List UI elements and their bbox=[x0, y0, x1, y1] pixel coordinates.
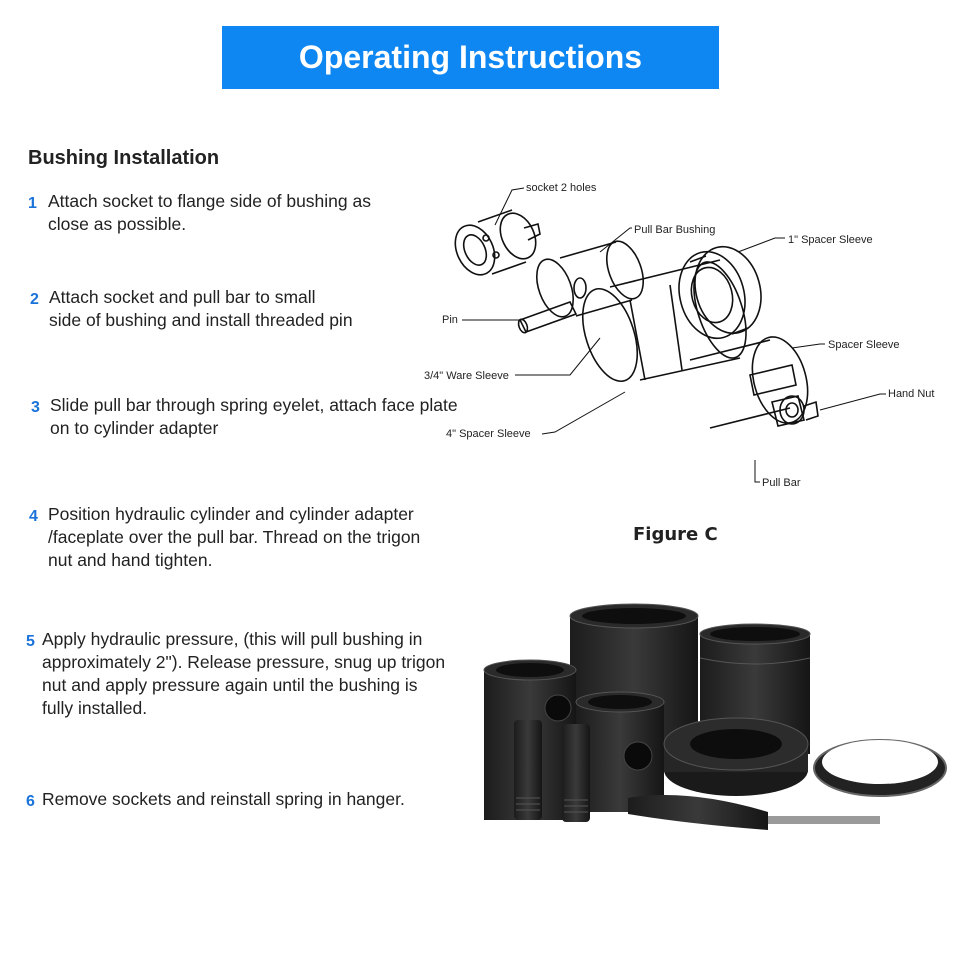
step-2: 2 Attach socket and pull bar to small si… bbox=[30, 286, 353, 332]
product-photo bbox=[483, 603, 947, 830]
label-pin: Pin bbox=[442, 314, 458, 326]
step-number: 4 bbox=[29, 508, 38, 525]
socket-part bbox=[454, 209, 541, 276]
middle-socket bbox=[575, 691, 665, 812]
label-socket: socket 2 holes bbox=[526, 182, 597, 194]
step-number: 5 bbox=[26, 633, 35, 650]
figure-caption: Figure C bbox=[633, 524, 718, 545]
step-number: 3 bbox=[31, 399, 40, 416]
label-spacer-sleeve-4in: 4" Spacer Sleeve bbox=[446, 428, 531, 440]
step-number: 2 bbox=[30, 291, 39, 308]
step-text: Position hydraulic cylinder and cylinder… bbox=[48, 504, 421, 570]
step-4: 4 Position hydraulic cylinder and cylind… bbox=[29, 503, 420, 572]
step-6: 6 Remove sockets and reinstall spring in… bbox=[26, 788, 405, 811]
step-text: Apply hydraulic pressure, (this will pul… bbox=[42, 629, 446, 718]
step-number: 6 bbox=[26, 793, 35, 810]
step-3: 3 Slide pull bar through spring eyelet, … bbox=[31, 394, 458, 440]
step-1: 1 Attach socket to flange side of bushin… bbox=[28, 190, 371, 236]
section-title: Bushing Installation bbox=[28, 147, 220, 169]
spacer-sleeve-4in-part bbox=[581, 259, 747, 383]
page-title-banner: Operating Instructions bbox=[222, 26, 719, 89]
label-hand-nut: Hand Nut bbox=[888, 388, 934, 400]
exploded-diagram: socket 2 holes Pull Bar Bushing 1" Space… bbox=[424, 182, 934, 489]
face-plate bbox=[663, 717, 809, 796]
spacer-sleeve-1in-part bbox=[678, 245, 762, 340]
step-text: Attach socket to flange side of bushing … bbox=[48, 191, 371, 234]
step-number: 1 bbox=[28, 195, 37, 212]
label-spacer-sleeve-1in: 1" Spacer Sleeve bbox=[788, 234, 873, 246]
step-text: Remove sockets and reinstall spring in h… bbox=[42, 789, 405, 809]
page-title: Operating Instructions bbox=[298, 39, 643, 75]
handle-tool bbox=[628, 795, 880, 830]
label-pull-bar-bushing: Pull Bar Bushing bbox=[634, 224, 715, 236]
thin-ring bbox=[813, 739, 947, 797]
step-text: Attach socket and pull bar to small side… bbox=[49, 287, 353, 330]
step-text: Slide pull bar through spring eyelet, at… bbox=[50, 395, 458, 438]
threaded-pins bbox=[514, 720, 590, 822]
label-pull-bar: Pull Bar bbox=[762, 477, 801, 489]
pin-part bbox=[517, 301, 578, 334]
label-ware-sleeve: 3/4" Ware Sleeve bbox=[424, 370, 509, 382]
hand-nut-part bbox=[771, 395, 819, 427]
step-5: 5 Apply hydraulic pressure, (this will p… bbox=[26, 628, 445, 720]
label-spacer-sleeve: Spacer Sleeve bbox=[828, 339, 900, 351]
pull-bar-bushing-part bbox=[535, 240, 645, 318]
